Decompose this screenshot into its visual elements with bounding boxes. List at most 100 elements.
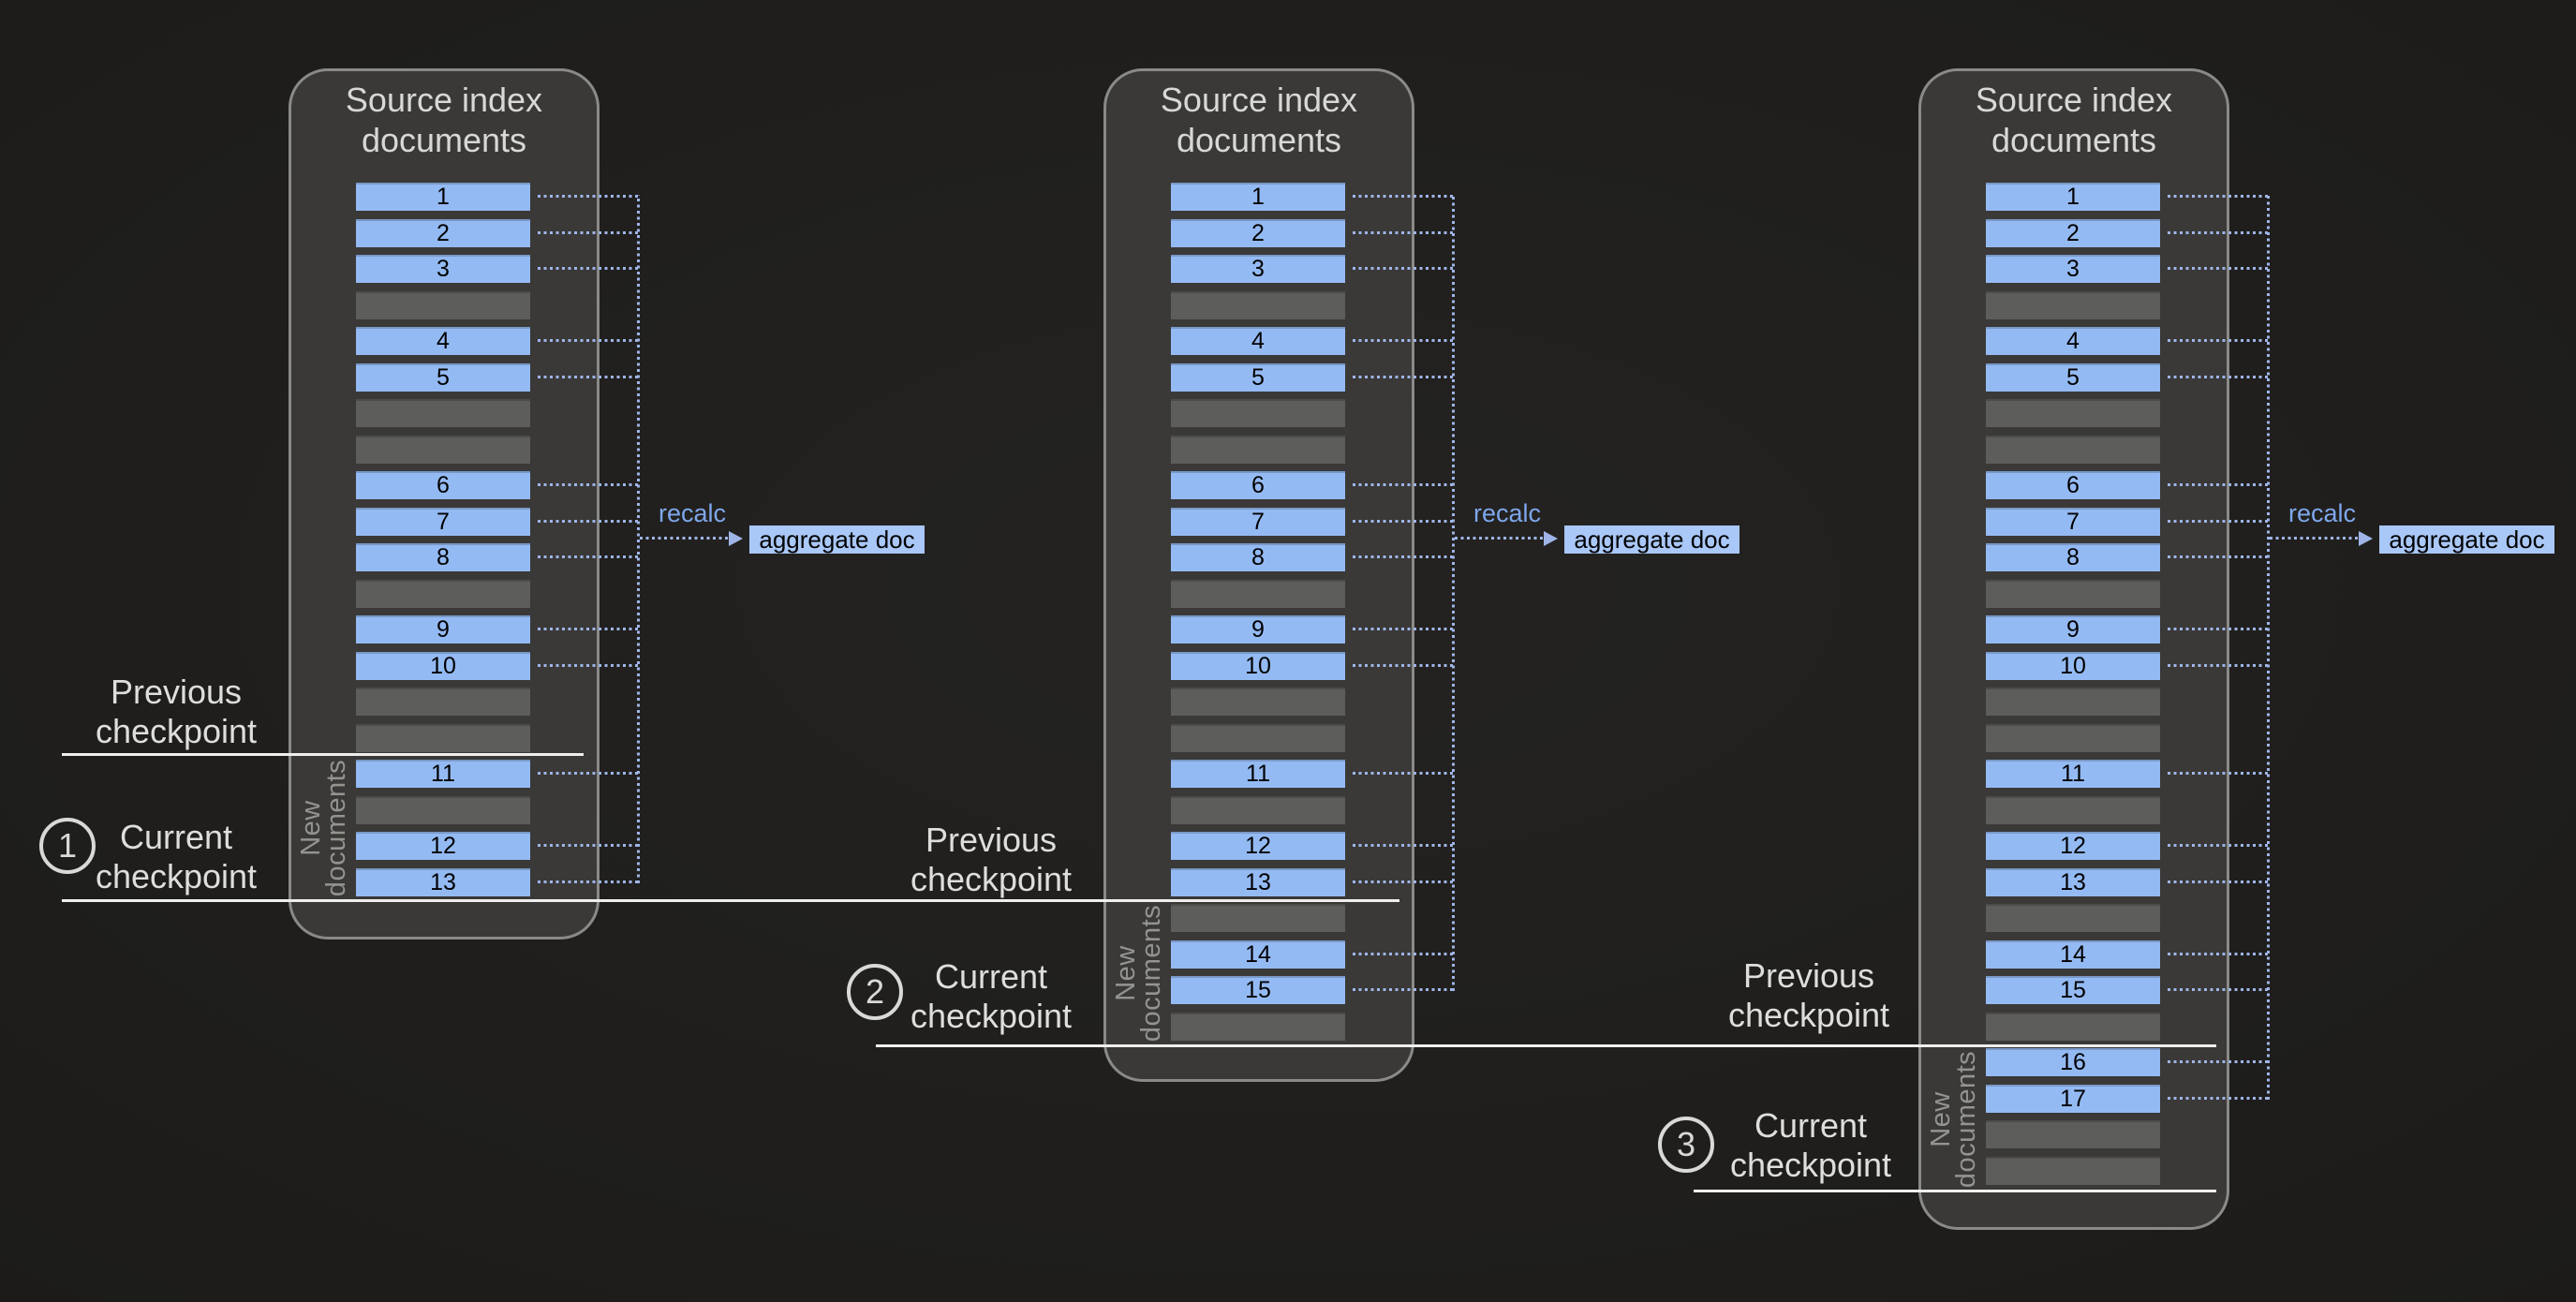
doc-block-14: 14 <box>1986 940 2160 969</box>
current-checkpoint-label-line: checkpoint <box>1729 1146 1892 1184</box>
recalc-label: recalc <box>1473 499 1542 527</box>
empty-doc-slot <box>1986 904 2160 932</box>
doc-block-2: 2 <box>356 219 530 247</box>
previous-checkpoint-label-line: Previous <box>1742 956 1875 995</box>
doc-block-3: 3 <box>1986 255 2160 283</box>
empty-doc-slot <box>1986 1157 2160 1185</box>
doc-block-8: 8 <box>1986 543 2160 571</box>
doc-link-line <box>538 628 640 630</box>
current-checkpoint-label-line: Current <box>934 957 1048 996</box>
panel-title-line: Source index <box>1975 81 2173 119</box>
doc-block-7: 7 <box>1171 508 1345 536</box>
panel-title-line: documents <box>1991 121 2157 159</box>
doc-link-line <box>1353 953 1455 955</box>
previous-checkpoint-label-line: checkpoint <box>1727 996 1890 1034</box>
bracket-line <box>2267 195 2270 1100</box>
doc-link-line <box>2168 520 2270 523</box>
doc-block-8: 8 <box>1171 543 1345 571</box>
doc-link-line <box>1353 376 1455 378</box>
current-checkpoint-label-line: checkpoint <box>910 997 1073 1035</box>
empty-doc-slot <box>1171 580 1345 608</box>
checkpoint-line-1 <box>62 753 584 756</box>
doc-block-15: 15 <box>1171 976 1345 1004</box>
doc-block-10: 10 <box>356 652 530 680</box>
source-index-panel-1 <box>289 68 600 940</box>
doc-block-16: 16 <box>1986 1048 2160 1076</box>
checkpoint-line-2 <box>62 899 1399 902</box>
empty-doc-slot <box>1986 688 2160 716</box>
empty-doc-slot <box>356 436 530 464</box>
checkpoint-number-badge-1: 1 <box>39 818 96 874</box>
doc-block-1: 1 <box>1986 183 2160 211</box>
doc-link-line <box>2168 988 2270 991</box>
doc-link-line <box>2168 664 2270 667</box>
doc-block-5: 5 <box>1986 363 2160 392</box>
doc-block-4: 4 <box>1986 327 2160 355</box>
doc-block-10: 10 <box>1986 652 2160 680</box>
panel-title-line: documents <box>361 121 527 159</box>
doc-link-line <box>2168 555 2270 558</box>
doc-link-line <box>2168 195 2270 198</box>
recalc-arrowhead-icon <box>2359 531 2373 546</box>
empty-doc-slot <box>1171 904 1345 932</box>
current-checkpoint-label-line: Current <box>1754 1106 1868 1145</box>
empty-doc-slot <box>356 580 530 608</box>
doc-link-line <box>538 195 640 198</box>
doc-block-11: 11 <box>1986 760 2160 788</box>
doc-link-line <box>1353 520 1455 523</box>
empty-doc-slot <box>356 724 530 752</box>
doc-link-line <box>2168 772 2270 775</box>
doc-block-8: 8 <box>356 543 530 571</box>
doc-link-line <box>1353 988 1455 991</box>
empty-doc-slot <box>1171 291 1345 319</box>
recalc-arrow <box>640 537 729 540</box>
recalc-label: recalc <box>658 499 727 527</box>
doc-link-line <box>2168 1060 2270 1063</box>
empty-doc-slot <box>1986 1120 2160 1148</box>
current-checkpoint-label-line: checkpoint <box>95 857 258 895</box>
doc-block-11: 11 <box>356 760 530 788</box>
doc-link-line <box>2168 231 2270 234</box>
previous-checkpoint-label-line: Previous <box>110 673 243 711</box>
doc-block-7: 7 <box>1986 508 2160 536</box>
doc-block-2: 2 <box>1986 219 2160 247</box>
doc-link-line <box>538 664 640 667</box>
empty-doc-slot <box>356 291 530 319</box>
empty-doc-slot <box>356 796 530 824</box>
doc-link-line <box>538 772 640 775</box>
doc-link-line <box>538 520 640 523</box>
recalc-arrowhead-icon <box>1544 531 1558 546</box>
recalc-arrow <box>1455 537 1544 540</box>
doc-link-line <box>538 339 640 342</box>
doc-block-6: 6 <box>1986 471 2160 499</box>
doc-block-5: 5 <box>356 363 530 392</box>
checkpoint-line-3 <box>876 1044 2216 1047</box>
recalc-arrow <box>2270 537 2359 540</box>
panel-title-line: documents <box>1176 121 1342 159</box>
aggregate-doc-box: aggregate doc <box>1564 525 1740 554</box>
doc-block-13: 13 <box>1171 868 1345 896</box>
doc-link-line <box>1353 555 1455 558</box>
checkpoint-number-badge-3: 3 <box>1658 1117 1714 1173</box>
empty-doc-slot <box>1171 688 1345 716</box>
doc-link-line <box>1353 267 1455 270</box>
doc-link-line <box>1353 231 1455 234</box>
doc-block-12: 12 <box>1171 832 1345 860</box>
doc-link-line <box>538 376 640 378</box>
doc-link-line <box>1353 339 1455 342</box>
doc-block-3: 3 <box>1171 255 1345 283</box>
doc-block-17: 17 <box>1986 1085 2160 1113</box>
doc-link-line <box>2168 483 2270 486</box>
doc-link-line <box>538 231 640 234</box>
new-documents-label-line: documents <box>1951 1050 1981 1189</box>
current-checkpoint-label-line: Current <box>119 818 233 856</box>
doc-link-line <box>1353 844 1455 847</box>
recalc-arrowhead-icon <box>729 531 743 546</box>
doc-link-line <box>1353 483 1455 486</box>
